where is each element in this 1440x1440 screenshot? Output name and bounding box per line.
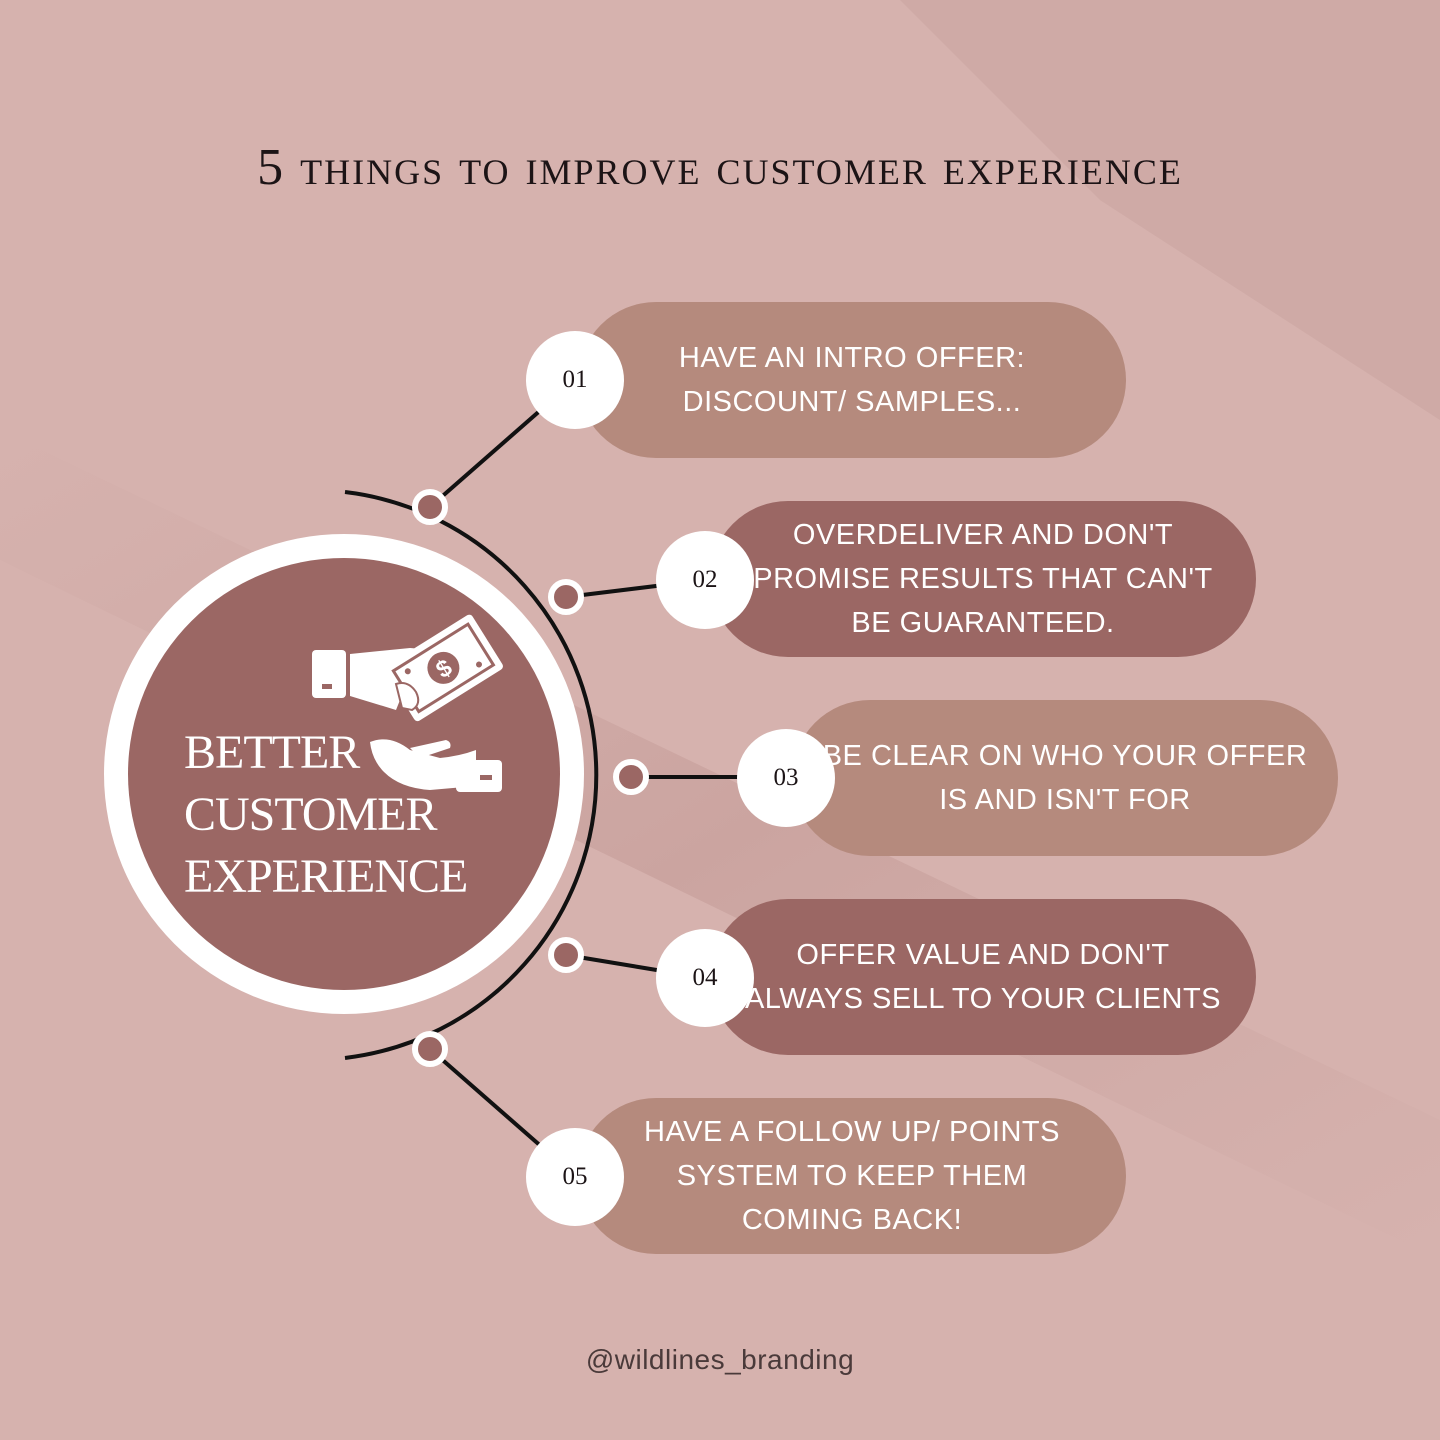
step-03-card: BE CLEAR ON WHO YOUR OFFER IS AND ISN'T …	[792, 700, 1338, 856]
step-number-badge: 05	[526, 1128, 624, 1226]
hub-label-line: BETTER	[184, 726, 360, 779]
step-text-line: IS AND ISN'T FOR	[939, 784, 1191, 816]
hub-label-line: CUSTOMER	[184, 788, 438, 841]
step-text-line: OFFER VALUE AND DON'T	[796, 939, 1170, 971]
step-text-line: HAVE AN INTRO OFFER:	[678, 342, 1026, 374]
step-text-line: COMING BACK!	[741, 1204, 963, 1236]
arc-node-05	[412, 1031, 448, 1067]
arc-node-01	[412, 489, 448, 525]
step-04-card: OFFER VALUE AND DON'T ALWAYS SELL TO YOU…	[710, 899, 1256, 1055]
arc-node-04	[548, 937, 584, 973]
arc-node-02	[548, 579, 584, 615]
social-handle: @wildlines_branding	[585, 1344, 855, 1375]
hub-arc	[344, 490, 599, 1060]
step-text-line: DISCOUNT/ SAMPLES...	[682, 386, 1022, 418]
step-text-line: ALWAYS SELL TO YOUR CLIENTS	[744, 983, 1222, 1015]
hub-label-line: EXPERIENCE	[184, 850, 468, 903]
step-number-badge: 01	[526, 331, 624, 429]
hand-giving-money-icon: $	[312, 614, 503, 792]
step-text-line: BE CLEAR ON WHO YOUR OFFER	[822, 740, 1308, 772]
hub-label: BETTER CUSTOMER EXPERIENCE	[184, 722, 468, 908]
step-number-badge: 03	[737, 729, 835, 827]
page-title: 5 things to improve customer experience	[257, 139, 1183, 196]
step-text-line: HAVE A FOLLOW UP/ POINTS	[644, 1116, 1060, 1148]
step-text-line: BE GUARANTEED.	[851, 607, 1115, 639]
step-number-badge: 04	[656, 929, 754, 1027]
step-number-badge: 02	[656, 531, 754, 629]
step-text-line: PROMISE RESULTS THAT CAN'T	[753, 563, 1213, 595]
step-text-line: OVERDELIVER AND DON'T	[792, 519, 1174, 551]
step-05-card: HAVE A FOLLOW UP/ POINTS SYSTEM TO KEEP …	[578, 1098, 1126, 1254]
step-01-card: HAVE AN INTRO OFFER: DISCOUNT/ SAMPLES..…	[578, 302, 1126, 458]
step-text-line: SYSTEM TO KEEP THEM	[676, 1160, 1028, 1192]
step-02-card: OVERDELIVER AND DON'T PROMISE RESULTS TH…	[710, 501, 1256, 657]
arc-node-03	[613, 759, 649, 795]
